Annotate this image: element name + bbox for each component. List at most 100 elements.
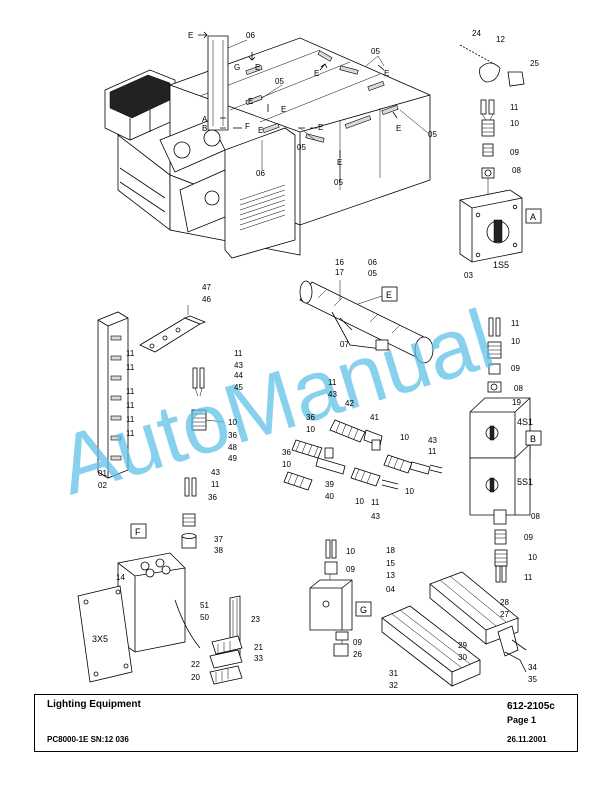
view-letters: E G E E E E E A B F E E E E A E B F G [135,31,536,615]
callout-08: 08 [531,512,540,521]
callout-05: 05 [297,143,306,152]
cable-gland-stack-lower [181,477,197,549]
view-letter-e: E [384,69,389,78]
callout-21: 21 [254,643,263,652]
callout-12: 12 [496,35,505,44]
callout-36: 36 [228,431,237,440]
callout-43: 43 [371,512,380,521]
callout-19: 19 [512,398,521,407]
label-5s1: 5S1 [517,477,533,487]
switch-stack-b [469,317,531,583]
title-block: Lighting Equipment 612-2105c Page 1 PC80… [34,694,578,752]
callout-32: 32 [389,681,398,690]
callout-04: 04 [386,585,395,594]
callout-05: 05 [368,269,377,278]
model-serial: PC8000-1E SN:12 036 [47,735,129,744]
callout-01: 01 [98,469,107,478]
callout-26: 26 [353,650,362,659]
callout-05: 05 [428,130,437,139]
view-letter-e: E [318,123,323,132]
callout-09: 09 [524,533,533,542]
callout-22: 22 [191,660,200,669]
callout-49: 49 [228,454,237,463]
callout-08: 08 [514,384,523,393]
callout-10: 10 [346,547,355,556]
callout-08: 08 [512,166,521,175]
callout-37: 37 [214,535,223,544]
callout-27: 27 [500,610,509,619]
callout-34: 34 [528,663,537,672]
callout-30: 30 [458,653,467,662]
label-1s5: 1S5 [493,260,509,270]
lamp-assembly-e [299,280,434,364]
callout-05: 05 [371,47,380,56]
drawing-title: Lighting Equipment [47,699,141,710]
callout-11: 11 [510,103,519,112]
junction-box-3x5 [77,552,201,683]
callout-17: 17 [335,268,344,277]
callout-31: 31 [389,669,398,678]
callout-02: 02 [98,481,107,490]
callout-43: 43 [211,468,220,477]
callout-10: 10 [355,497,364,506]
callout-11: 11 [524,573,533,582]
callout-05: 05 [275,77,284,86]
callout-16: 16 [335,258,344,267]
callout-10: 10 [510,119,519,128]
view-letter-b: B [530,434,536,444]
callout-15: 15 [386,559,395,568]
callout-23: 23 [251,615,260,624]
label-4s1: 4S1 [517,417,533,427]
callout-10: 10 [282,460,291,469]
callout-10: 10 [528,553,537,562]
callout-06: 06 [368,258,377,267]
callout-05: 05 [334,178,343,187]
callout-35: 35 [528,675,537,684]
view-letter-e: E [386,290,392,300]
callout-25: 25 [530,59,539,68]
cable-tray-channel [97,311,129,479]
callout-11: 11 [211,480,220,489]
callout-28: 28 [500,598,509,607]
callout-43: 43 [234,361,243,370]
callout-38: 38 [214,546,223,555]
view-letter-e: E [281,105,286,114]
callout-11: 11 [126,401,135,410]
terminal-rail [209,595,243,685]
machine-superstructure [104,31,431,259]
view-letter-a: A [530,212,536,222]
view-letter-a: A [202,115,208,124]
callout-51: 51 [200,601,209,610]
callout-07: 07 [340,340,349,349]
callout-09: 09 [510,148,519,157]
mounting-rails [381,571,527,687]
cable-gland-stack-upper [191,367,225,431]
callout-labels: 06 05 05 05 05 05 06 24 12 25 11 10 09 0… [98,29,540,690]
callout-10: 10 [405,487,414,496]
callout-10: 10 [306,425,315,434]
label-3x5: 3X5 [92,634,108,644]
callout-24: 24 [472,29,481,38]
callout-42: 42 [345,399,354,408]
callout-43: 43 [428,436,437,445]
callout-33: 33 [254,654,263,663]
lamp-bracket-assembly [459,44,525,179]
callout-40: 40 [325,492,334,501]
view-letter-e: E [396,124,401,133]
callout-06: 06 [256,169,265,178]
view-letter-e: E [188,31,193,40]
callout-06: 06 [246,31,255,40]
callout-10: 10 [228,418,237,427]
callout-48: 48 [228,443,237,452]
callout-20: 20 [191,673,200,682]
callout-11: 11 [428,447,437,456]
callout-11: 11 [328,378,337,387]
callout-11: 11 [126,349,135,358]
view-letter-e: E [314,69,319,78]
callout-50: 50 [200,613,209,622]
callout-13: 13 [386,571,395,580]
connector-tee-fittings [283,419,443,491]
callout-36: 36 [306,413,315,422]
part-number: 612-2105c [507,701,555,712]
